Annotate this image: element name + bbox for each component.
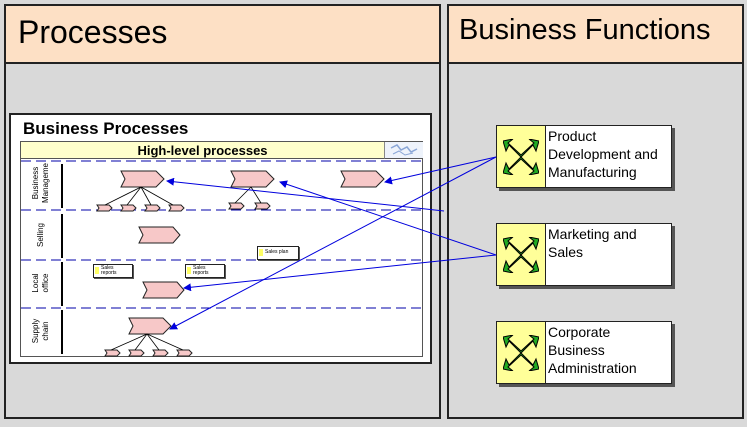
lane-divider <box>61 262 63 306</box>
process-mgmt-3 <box>340 170 385 188</box>
subprocess <box>144 204 161 212</box>
subprocess <box>176 349 193 357</box>
processes-header: Processes <box>6 6 439 64</box>
lane-divider <box>61 310 63 354</box>
function-icon <box>497 322 546 383</box>
subprocess <box>152 349 169 357</box>
note-sales-plan: Sales plan <box>257 246 299 260</box>
processes-title: Processes <box>18 14 168 50</box>
subprocess <box>96 204 113 212</box>
function-icon <box>497 224 546 285</box>
subprocess <box>168 204 185 212</box>
lane-diagram-graphics <box>21 160 424 357</box>
note-sales-reports-b: Sales reports <box>185 264 225 278</box>
lane-divider <box>61 164 63 208</box>
process-mgmt-1 <box>120 170 165 188</box>
high-level-title: High-level processes <box>137 143 268 158</box>
lane-divider <box>61 214 63 258</box>
subprocess <box>228 202 245 210</box>
process-mgmt-2 <box>230 170 275 188</box>
process-supply-chain <box>128 317 172 335</box>
note-sales-reports-a: Sales reports <box>93 264 133 278</box>
functions-title: Business Functions <box>459 14 711 46</box>
business-processes-title: Business Processes <box>23 119 189 138</box>
subprocess <box>104 349 121 357</box>
subprocess <box>128 349 145 357</box>
functions-header: Business Functions <box>449 6 742 64</box>
process-selling <box>138 226 181 244</box>
subprocess <box>254 202 271 210</box>
function-icon <box>497 126 546 187</box>
business-processes-box[interactable]: Business Processes High-level processes … <box>9 113 432 364</box>
subprocess <box>120 204 137 212</box>
process-local-office <box>142 281 185 299</box>
